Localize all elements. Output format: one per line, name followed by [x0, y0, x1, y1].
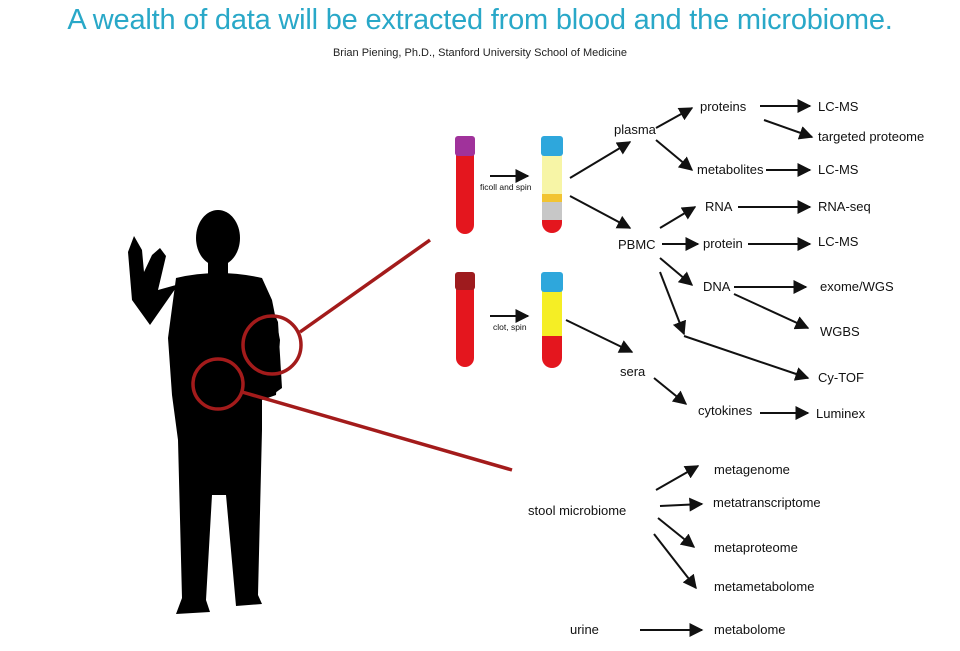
node-metaproteome: metaproteome	[714, 540, 798, 555]
node-metabolome: metabolome	[714, 622, 786, 637]
node-pbmc: PBMC	[618, 237, 656, 252]
page-title: A wealth of data will be extracted from …	[67, 4, 893, 36]
node-luminex: Luminex	[816, 406, 866, 421]
tube-whole-blood-red	[455, 272, 475, 367]
pointer-lines	[191, 238, 513, 472]
node-labels: plasma proteins LC-MS targeted proteome …	[528, 99, 924, 637]
node-cytokines: cytokines	[698, 403, 753, 418]
node-urine: urine	[570, 622, 599, 637]
ficoll-and-spin-label: ficoll and spin	[480, 182, 532, 192]
flow-arrows	[565, 99, 814, 637]
node-metametabolome: metametabolome	[714, 579, 814, 594]
node-lcms-proteins: LC-MS	[818, 99, 859, 114]
node-sera: sera	[620, 364, 646, 379]
node-proteins: proteins	[700, 99, 747, 114]
tube-serum	[541, 272, 563, 368]
node-metagenome: metagenome	[714, 462, 790, 477]
node-metatranscriptome: metatranscriptome	[713, 495, 821, 510]
node-rna-seq: RNA-seq	[818, 199, 871, 214]
clot-spin-label: clot, spin	[493, 322, 527, 332]
node-lcms-protein: LC-MS	[818, 234, 859, 249]
node-stool-microbiome: stool microbiome	[528, 503, 626, 518]
node-wgbs: WGBS	[820, 324, 860, 339]
human-silhouette	[128, 210, 282, 614]
page-subtitle: Brian Piening, Ph.D., Stanford Universit…	[332, 47, 628, 59]
node-rna: RNA	[705, 199, 733, 214]
node-metabolites: metabolites	[697, 162, 764, 177]
node-targeted-proteome: targeted proteome	[818, 129, 924, 144]
node-plasma: plasma	[614, 122, 657, 137]
tube-ficoll-separated	[541, 136, 563, 233]
node-cytof: Cy-TOF	[818, 370, 864, 385]
node-dna: DNA	[703, 279, 731, 294]
node-lcms-metabolites: LC-MS	[818, 162, 859, 177]
node-protein: protein	[703, 236, 743, 251]
node-exome-wgs: exome/WGS	[820, 279, 894, 294]
tube-whole-blood-purple	[455, 136, 475, 234]
